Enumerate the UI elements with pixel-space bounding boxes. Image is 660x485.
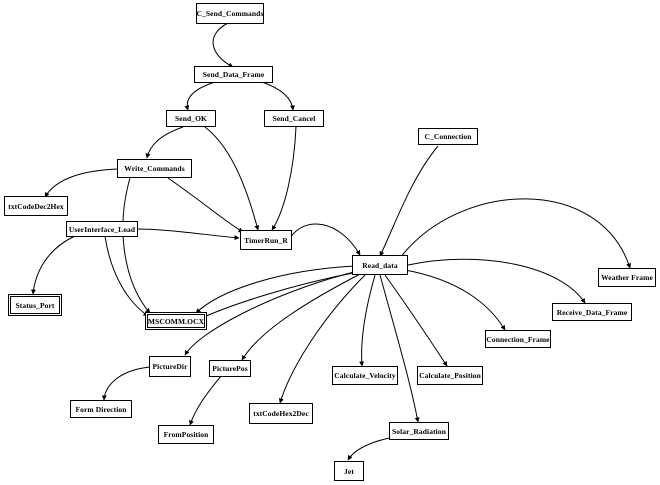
node-calculate-position[interactable]: Calculate_Position [417, 366, 483, 385]
link-send-ok-to-write-commands [145, 126, 184, 159]
link-read-data-to-calc-position [384, 274, 448, 367]
link-picture-pos-to-from-position [189, 374, 223, 426]
node-read-data[interactable]: Read_data [352, 255, 408, 275]
link-read-data-to-solar [379, 274, 420, 423]
node-weather-frame[interactable]: Weather Frame [598, 268, 656, 287]
link-read-data-to-picture-dir [184, 270, 359, 356]
link-read-data-to-mscomm [195, 265, 356, 314]
link-timerrun-to-read-data [289, 223, 361, 256]
link-send-data-frame-to-send-ok [184, 81, 216, 111]
node-picture-dir[interactable]: PictureDir [149, 356, 191, 377]
node-timerrun-r[interactable]: TimerRun_R [240, 230, 292, 250]
link-send-ok-to-timerrun [204, 126, 260, 231]
link-write-commands-to-timerrun [167, 177, 244, 233]
link-read-data-to-receive-frame [407, 258, 586, 304]
link-uiload-to-status-port [30, 235, 76, 295]
link-send-cancel-to-timerrun [271, 126, 297, 231]
node-userinterface-load[interactable]: UserInterface_Load [66, 221, 138, 237]
link-write-commands-to-dec2hex [44, 168, 121, 198]
node-c-send-commands[interactable]: C_Send_Commands [196, 3, 264, 24]
node-mscomm-ocx[interactable]: MSCOMM.OCX [145, 312, 207, 330]
link-read-data-to-picture-pos [241, 272, 363, 361]
node-send-data-frame[interactable]: Send_Data_Frame [194, 66, 273, 83]
node-c-connection[interactable]: C_Connection [418, 128, 478, 145]
link-picture-dir-to-form-direction [101, 366, 151, 401]
node-picture-pos[interactable]: PicturePos [209, 360, 251, 377]
node-write-commands[interactable]: Write_Commands [117, 159, 192, 178]
link-read-data-to-connection-frame [404, 269, 506, 331]
link-read-data-to-hex2dec [278, 273, 367, 404]
link-uiload-to-timerrun [134, 228, 240, 241]
link-uiload-to-mscomm [104, 235, 149, 317]
node-send-ok[interactable]: Send_OK [166, 110, 216, 127]
link-read-data-to-calc-velocity [359, 274, 376, 367]
link-send-data-frame-to-send-cancel [261, 81, 296, 111]
node-form-direction[interactable]: Form Direction [70, 400, 132, 418]
link-send-commands-to-send-data-frame [212, 22, 234, 68]
node-calculate-velocity[interactable]: Calculate_Velocity [332, 366, 398, 385]
node-txt-code-hex2dec[interactable]: txtCodeHex2Dec [249, 403, 313, 424]
node-txt-code-dec2hex[interactable]: txtCodeDec2Hex [4, 196, 68, 216]
link-read-data-to-weather-frame [399, 198, 631, 269]
link-write-commands-to-mscomm [122, 177, 151, 314]
link-c-connection-to-read-data [379, 145, 439, 257]
node-connection-frame[interactable]: Connection_Frame [485, 330, 551, 348]
node-form-position[interactable]: FromPosition [158, 425, 214, 444]
node-send-cancel[interactable]: Send_Cancel [264, 110, 324, 127]
node-status-port[interactable]: Status_Port [8, 294, 62, 316]
node-solar-radiation[interactable]: Solar_Radiation [389, 422, 449, 440]
node-jet[interactable]: Jet [334, 461, 364, 481]
node-receive-data-frame[interactable]: Receive_Data_Frame [552, 303, 632, 321]
